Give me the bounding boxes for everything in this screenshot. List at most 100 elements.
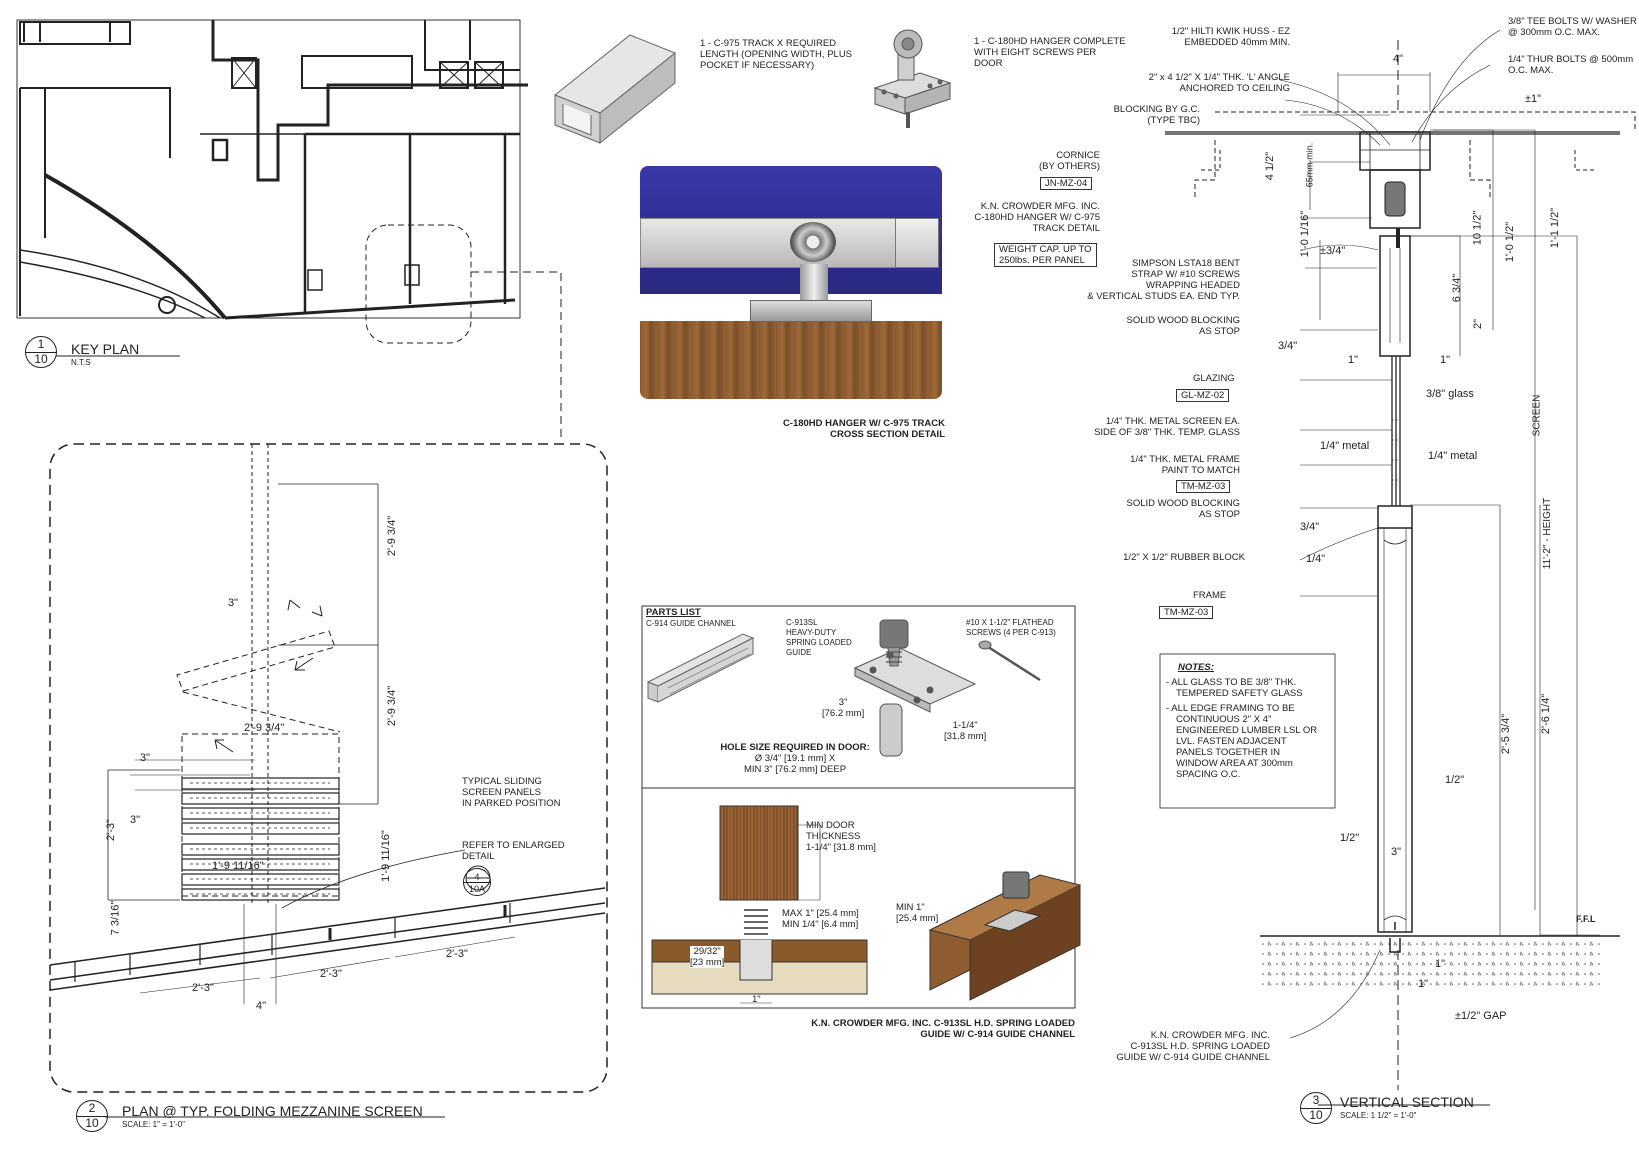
cornice-tag: JN-MZ-04	[1040, 177, 1093, 190]
section-scale: SCALE: 1 1/2" = 1'-0"	[1340, 1111, 1417, 1120]
guide-detail-frame	[641, 605, 1076, 1009]
dim-3in: 3"[76.2 mm]	[822, 697, 865, 719]
vertical-section-drawing	[1159, 29, 1636, 1090]
metal-screen-label: 1/4" THK. METAL SCREEN EA.SIDE OF 3/8" T…	[1094, 416, 1240, 438]
track-rail	[640, 218, 897, 268]
hanger-mounting-plate	[750, 300, 872, 322]
dim-3-c: 3"	[130, 814, 141, 826]
dim-1-1-1-2: 1'-1 1/2"	[1549, 207, 1562, 249]
dim-2-3-b: 2'-3"	[320, 968, 342, 980]
frame-label: FRAME	[1193, 590, 1227, 601]
dim-6-3-4: 6 3/4"	[1451, 273, 1464, 303]
dim-1-2-b: 1/2"	[1340, 832, 1360, 844]
dim-middle: 2'-9 3/4"	[386, 685, 399, 727]
dim-3-b: 3"	[140, 752, 151, 764]
cornice-label: CORNICE(BY OTHERS)	[1038, 150, 1100, 172]
door-section-illustration	[651, 805, 868, 1004]
dim-3-4-a: 3/4"	[1278, 340, 1298, 352]
hanger-track-photo	[640, 166, 942, 399]
dim-29-32: 29/32"[23 mm]	[690, 946, 725, 968]
dim-1-0-1-2: 1'-0 1/2"	[1504, 221, 1517, 263]
crowder-hanger-label: K.N. CROWDER MFG. INC.C-180HD HANGER W/ …	[974, 201, 1100, 234]
min-1-note: MIN 1"[25.4 mm]	[896, 902, 939, 924]
notes-box: NOTES: - ALL GLASS TO BE 3/8" THK. TEMPE…	[1166, 662, 1318, 780]
dim-metal-right: 1/4" metal	[1428, 450, 1478, 462]
dim-2-6-1-4: 2'-6 1/4"	[1540, 693, 1553, 735]
parts-list-heading: PARTS LIST	[646, 607, 701, 618]
dim-1in: 1"	[752, 994, 761, 1005]
door-wood-surface	[640, 321, 942, 399]
rubber-block-label: 1/2" X 1/2" RUBBER BLOCK	[1123, 552, 1245, 563]
frame-tag-1: TM-MZ-03	[1176, 480, 1231, 493]
dim-pm-3-4: ±3/4"	[1320, 245, 1346, 257]
glazing-label: GLAZING	[1193, 373, 1235, 384]
channel-label: C-914 GUIDE CHANNEL	[646, 619, 736, 628]
keyplan-title: KEY PLAN	[71, 341, 140, 357]
dim-1-9-vert: 1'-9 11/16"	[379, 830, 392, 882]
dim-1-1-4: 1-1/4"[31.8 mm]	[944, 720, 987, 742]
dim-screen: SCREEN	[1531, 394, 1543, 437]
dim-1-a: 1"	[1348, 354, 1359, 366]
dim-4-1-2: 4 1/2"	[1264, 151, 1277, 181]
dim-pm-1: ±1"	[1525, 93, 1542, 105]
track-end-cap	[895, 218, 939, 268]
hanger-stem	[800, 264, 828, 302]
dim-10-1-2: 10 1/2"	[1471, 210, 1484, 246]
refer-detail-tag: 4 10A	[463, 868, 491, 896]
dim-4in: 4"	[1393, 53, 1404, 65]
dim-4: 4"	[256, 1000, 267, 1012]
dim-3-bottom: 3"	[1391, 846, 1402, 858]
hole-size-note: HOLE SIZE REQUIRED IN DOOR: Ø 3/4" [19.1…	[720, 742, 870, 775]
dim-2-3-vert: 2'-3"	[104, 819, 117, 841]
dim-7-3-16: 7 3/16"	[109, 900, 122, 936]
dim-gap: ±1/2" GAP	[1455, 1010, 1507, 1022]
dim-panel-width: 2'-9 3/4"	[244, 722, 285, 734]
dim-65mm: 65mm min.	[1304, 142, 1315, 188]
guide-caption: K.N. CROWDER MFG. INC. C-913SL H.D. SPRI…	[811, 1018, 1075, 1040]
ffl-label: F.F.L	[1576, 914, 1596, 924]
dim-1-b: 1"	[1440, 354, 1451, 366]
dim-1-d: 1"	[1418, 978, 1429, 990]
dim-2in: 2"	[1472, 318, 1485, 330]
dim-glass: 3/8" glass	[1426, 388, 1474, 400]
plan-drawing	[49, 443, 608, 1093]
dim-3-a: 3"	[228, 597, 239, 609]
keyplan-scale: N.T.S	[71, 358, 91, 367]
spring-guide-illustration	[853, 619, 1041, 757]
hanger-illustration	[873, 29, 952, 128]
dim-1-9-horiz: 1'-9 11/16"	[212, 860, 264, 872]
section-title: VERTICAL SECTION	[1340, 1094, 1474, 1110]
hanger-wheel-icon	[790, 222, 836, 262]
track-illustration	[554, 34, 676, 145]
plan-title: PLAN @ TYP. FOLDING MEZZANINE SCREEN	[122, 1103, 423, 1119]
plan-scale: SCALE: 1" = 1'-0"	[122, 1120, 186, 1129]
glazing-tag: GL-MZ-02	[1176, 389, 1230, 402]
dim-2-5-3-4: 2'-5 3/4"	[1500, 713, 1513, 755]
frame-tag-2: TM-MZ-03	[1159, 606, 1214, 619]
door-iso-illustration	[928, 871, 1082, 1001]
dim-height: 11'-2" - HEIGHT	[1542, 497, 1554, 570]
dim-1-c: 1"	[1435, 958, 1446, 970]
max-min-note: MAX 1" [25.4 mm]MIN 1/4" [6.4 mm]	[782, 908, 859, 930]
guide-channel-illustration	[646, 633, 755, 703]
dim-2-3-c: 2'-3"	[446, 948, 468, 960]
